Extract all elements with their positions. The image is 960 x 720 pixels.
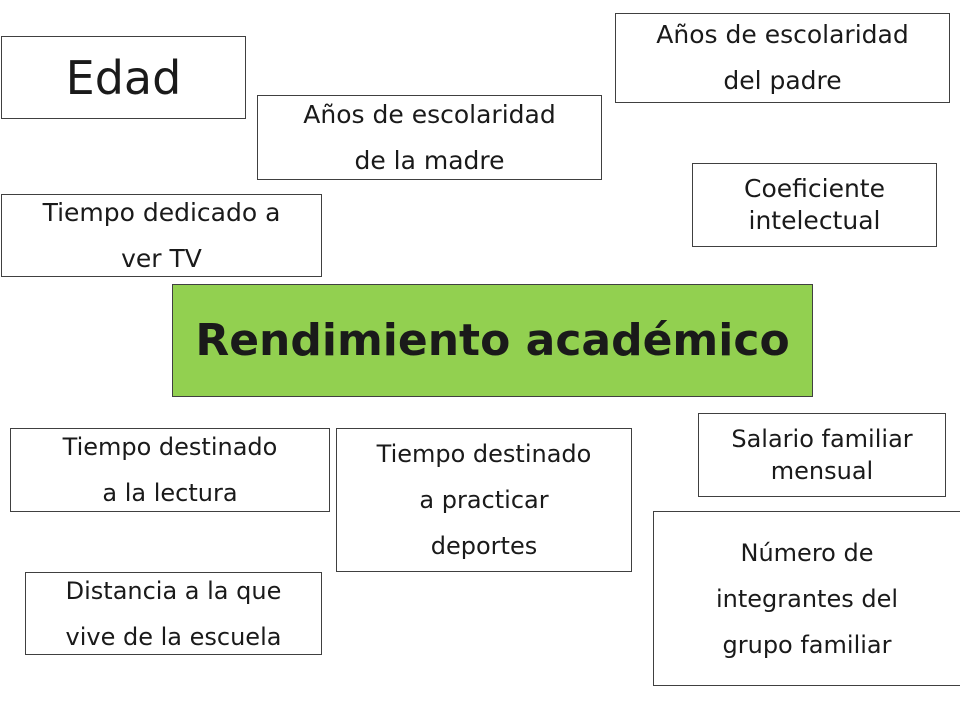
factor-label-line: del padre [723,66,842,95]
factor-label-line: Años de escolaridad [656,20,909,49]
factor-box-integrantes-familia: Número de integrantes del grupo familiar [653,511,960,686]
factor-label-line: a practicar [419,486,549,514]
factor-box-tiempo-lectura: Tiempo destinado a la lectura [10,428,330,512]
factor-label-line: integrantes del [715,584,899,613]
central-concept-label: Rendimiento académico [195,314,790,366]
factor-label-line: deportes [430,532,538,560]
factor-box-salario-familiar: Salario familiar mensual [698,413,946,497]
factor-label-line: mensual [770,457,874,485]
factor-label-edad: Edad [65,50,182,105]
factor-label-line: Tiempo destinado [62,433,278,461]
factor-label-line: de la madre [354,145,505,175]
factor-box-edad: Edad [1,36,246,119]
factor-label-line: Distancia a la que [65,576,282,605]
factor-label-line: Coeficiente [744,174,885,203]
factor-box-escolaridad-padre: Años de escolaridad del padre [615,13,950,103]
factor-label-line: Tiempo dedicado a [42,197,281,227]
factor-label-line: Número de [740,538,874,567]
factor-box-tiempo-deportes: Tiempo destinado a practicar deportes [336,428,632,572]
factor-label-line: Tiempo destinado [376,440,592,468]
central-concept-box: Rendimiento académico [172,284,813,397]
factor-box-distancia-escuela: Distancia a la que vive de la escuela [25,572,322,655]
factor-label-line: Salario familiar [731,425,913,453]
factor-label-line: ver TV [121,243,202,273]
factor-box-escolaridad-madre: Años de escolaridad de la madre [257,95,602,180]
factor-label-line: a la lectura [102,479,238,507]
factor-label-line: vive de la escuela [65,622,282,651]
factor-box-coeficiente-intelectual: Coeficiente intelectual [692,163,937,247]
factor-label-line: grupo familiar [722,630,892,659]
factor-label-line: Años de escolaridad [303,99,556,129]
factor-label-line: intelectual [748,206,881,235]
factor-box-tiempo-tv: Tiempo dedicado a ver TV [1,194,322,277]
